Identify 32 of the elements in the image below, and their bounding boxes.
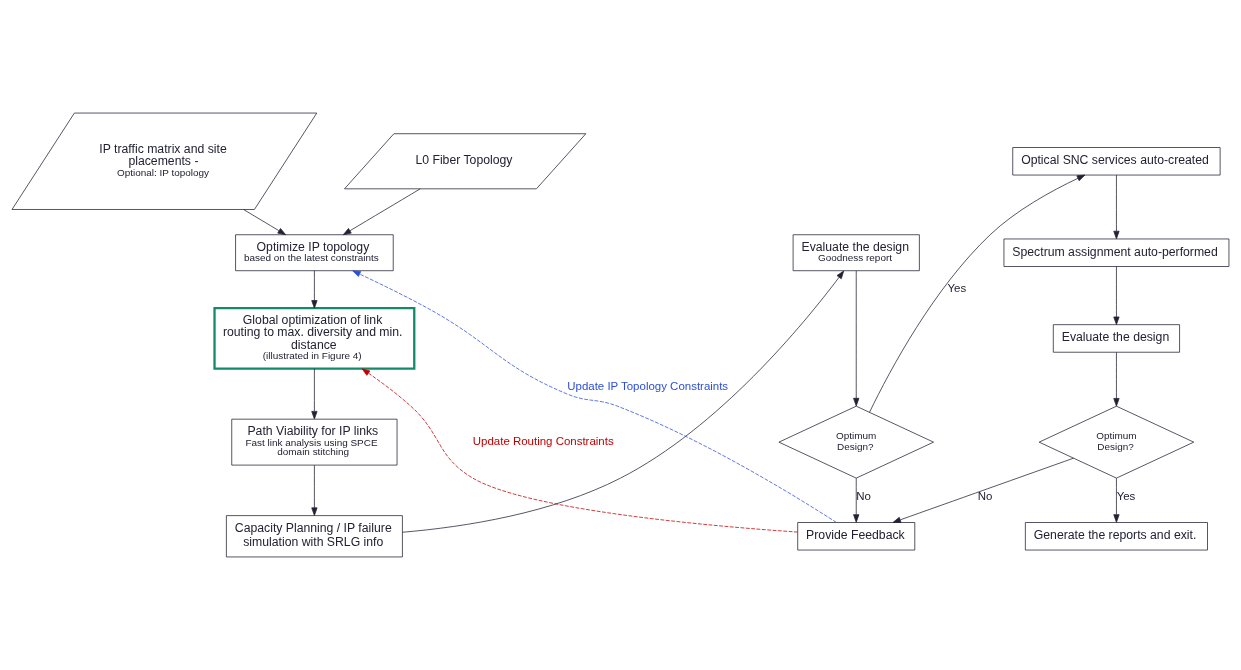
arrow	[1113, 174, 1120, 240]
node-box: Path Viability for IP links Fast link analysis using SPCE domain stitching	[231, 418, 398, 466]
arrow	[311, 368, 318, 420]
arrow	[243, 209, 287, 236]
arrow	[892, 457, 1074, 523]
edge-label: Yes	[1116, 489, 1136, 502]
edge-label: Yes	[947, 282, 967, 295]
arrow	[361, 368, 799, 533]
arrow	[853, 270, 860, 407]
edge-label: Update IP Topology Constraints	[567, 380, 729, 393]
arrow	[1113, 477, 1120, 523]
arrow	[853, 477, 860, 523]
node-box: Provide Feedback	[797, 522, 916, 551]
arrow	[311, 270, 318, 309]
node-box: Global optimization of link routing to max. diversity and min. distance (illustrated in Figure 4)	[213, 307, 416, 370]
node-box: Evaluate the design	[1052, 324, 1180, 353]
arrow	[311, 464, 318, 516]
node-box: Optimize IP topology based on the latest constraints	[235, 234, 394, 272]
edge-label: No	[977, 489, 993, 502]
node-box: Spectrum assignment auto-performed	[1003, 238, 1230, 267]
node-diamond: Optimum Design?	[1038, 405, 1195, 479]
node-diamond: Optimum Design?	[778, 405, 934, 479]
node-box: Capacity Planning / IP failure simulation with SRLG info	[226, 515, 403, 558]
node-box: Evaluate the design Goodness report	[792, 234, 920, 272]
edge-label: No	[856, 489, 871, 502]
arrow	[342, 188, 421, 236]
node-box: Generate the reports and exit.	[1025, 522, 1208, 551]
arrow	[1113, 266, 1120, 325]
node-box: Optical SNC services auto-created	[1012, 147, 1221, 176]
arrow	[1113, 351, 1120, 407]
edge-label: Update Routing Constraints	[472, 434, 614, 447]
arrow	[869, 174, 1086, 413]
